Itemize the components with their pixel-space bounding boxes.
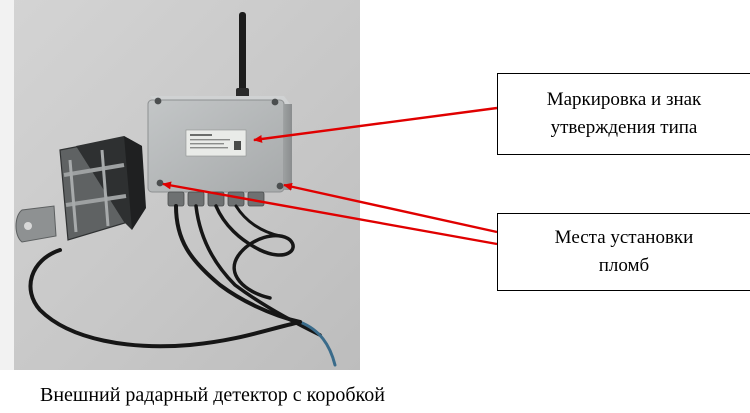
radar-detector	[15, 136, 146, 243]
seal-spot-left	[154, 97, 162, 105]
seal-spot-top-right	[271, 98, 279, 106]
callout-marking: Маркировка и знак утверждения типа	[497, 73, 750, 155]
junction-box	[147, 96, 292, 207]
seal-spot-bottom-right	[276, 182, 284, 190]
callout-seals-line1: Места установки	[554, 227, 694, 248]
device-photo	[0, 0, 360, 370]
type-approval-label	[185, 129, 247, 157]
callout-seals: Места установки пломб	[497, 213, 750, 291]
cable-glands	[167, 191, 265, 207]
callout-marking-line2: утверждения типа	[550, 117, 698, 138]
callout-marking-line1: Маркировка и знак	[546, 89, 702, 110]
figure-caption: Внешний радарный детектор с коробкой	[40, 384, 385, 406]
antenna	[236, 12, 249, 98]
callout-seals-line2: пломб	[598, 255, 650, 276]
seal-spot-bottom-left	[156, 179, 164, 187]
